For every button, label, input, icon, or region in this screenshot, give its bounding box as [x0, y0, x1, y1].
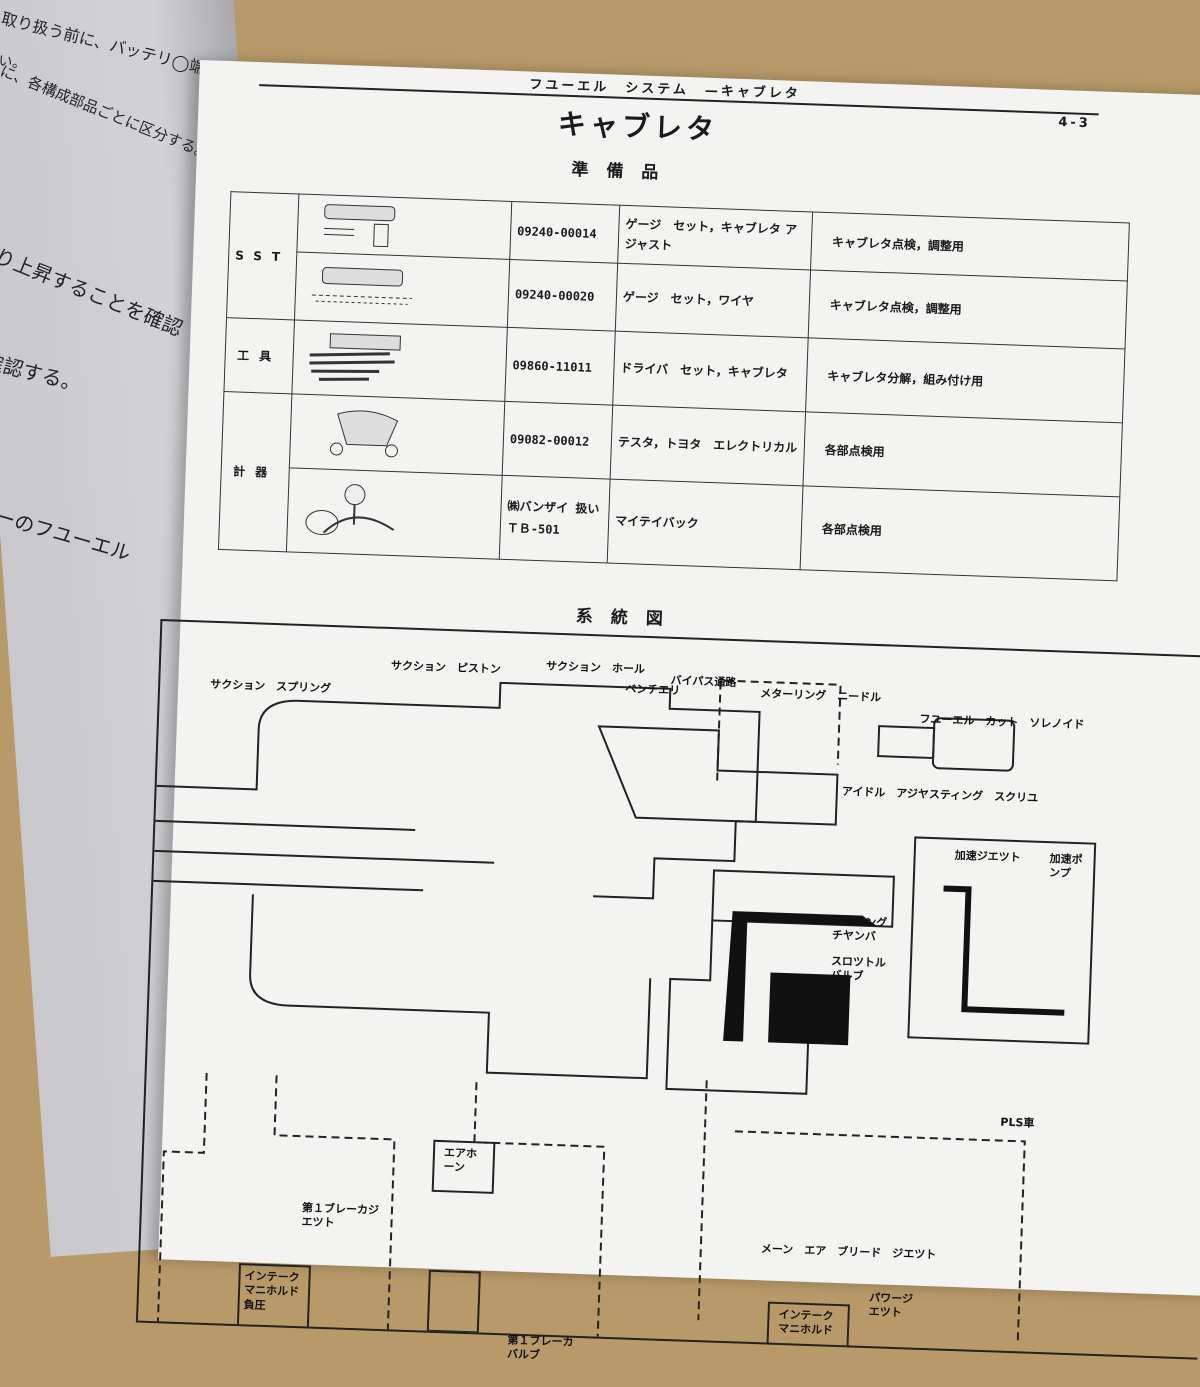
- tool-name: ゲージ セット，ワイヤ: [615, 263, 811, 338]
- label-intake-manifold: インテークマニホルド: [777, 1307, 834, 1338]
- table-row: SST 09240-00014 ゲージ セット，キャブレタ アジャスト キャブレ…: [226, 191, 1130, 320]
- category-cell: 計器: [218, 391, 292, 552]
- part-number: 09082-00012: [502, 401, 613, 480]
- part-number: 09240-00014: [509, 201, 620, 264]
- tool-image: [296, 194, 512, 260]
- tool-image: [289, 393, 505, 476]
- tool-name: ゲージ セット，キャブレタ アジャスト: [617, 205, 813, 270]
- system-diagram: サクション スプリング サクション ピストン サクション ホール ベンチエリ バ…: [135, 618, 1200, 1362]
- category-cell: 工具: [223, 317, 295, 394]
- table-row: 工具 09860-11011 ドライバ セット，キャブレタ キャブレタ分解，組み…: [223, 317, 1125, 423]
- part-number: 09860-11011: [504, 327, 616, 406]
- tool-image: [294, 251, 510, 328]
- table-row: ㈱バンザイ 扱い ＴＢ-501 マイテイバック 各部点検用: [218, 465, 1120, 581]
- label-air-horn: エアホーン: [443, 1146, 478, 1175]
- tool-image: [286, 467, 503, 560]
- tool-use: キャブレタ分解，組み付け用: [805, 337, 1125, 423]
- label-accel-jet: 加速ジエツト: [954, 848, 1021, 865]
- label-power-jet: パワージエツト: [868, 1291, 914, 1320]
- label-pls: PLS車: [1000, 1115, 1035, 1130]
- tool-name: マイテイバック: [607, 479, 803, 570]
- tool-name: テスタ，トヨタ エレクトリカル: [610, 405, 806, 486]
- tool-image: [291, 319, 508, 402]
- page-title: キャブレタ: [557, 107, 719, 147]
- carburetor-schematic: [153, 679, 1097, 1357]
- tool-use: 各部点検用: [802, 411, 1123, 497]
- section-diagram-heading: 系統図: [575, 606, 682, 631]
- part-number: 09240-00020: [507, 259, 618, 332]
- label-mixing-chamber: ミキシングチヤンバ: [831, 914, 888, 944]
- tool-use: キャブレタ点検，調整用: [808, 269, 1128, 349]
- label-intake-vacuum: インテークマニホルド負圧: [243, 1269, 300, 1312]
- label-bypass: バイパス通路: [670, 673, 737, 690]
- section-tools-heading: 準備品: [571, 160, 677, 184]
- table-row: 09240-00020 ゲージ セット，ワイヤ キャブレタ点検，調整用: [227, 250, 1128, 349]
- label-breaker-jet: 第１ブレーカジエツト: [301, 1201, 380, 1230]
- category-cell: SST: [226, 191, 299, 320]
- right-page: フユーエル システム —キャブレタ 4-3 キャブレタ 準備品 SST 0924…: [135, 60, 1200, 1362]
- page-number: 4-3: [1058, 114, 1092, 132]
- tools-table: SST 09240-00014 ゲージ セット，キャブレタ アジャスト キャブレ…: [218, 191, 1130, 581]
- table-row: 計器 09082-00012 テスタ，トヨタ エレクトリカル 各部点検用: [218, 391, 1123, 552]
- tool-use: 各部点検用: [800, 485, 1120, 581]
- label-breaker-valve: 第１ブレーカバルブ: [506, 1333, 574, 1362]
- tool-name: ドライバ セット，キャブレタ: [612, 331, 809, 412]
- label-throttle-valve: スロツトルバルブ: [830, 954, 887, 984]
- part-number: ㈱バンザイ 扱い ＴＢ-501: [499, 475, 611, 564]
- label-accel-pump: 加速ポンプ: [1048, 852, 1083, 881]
